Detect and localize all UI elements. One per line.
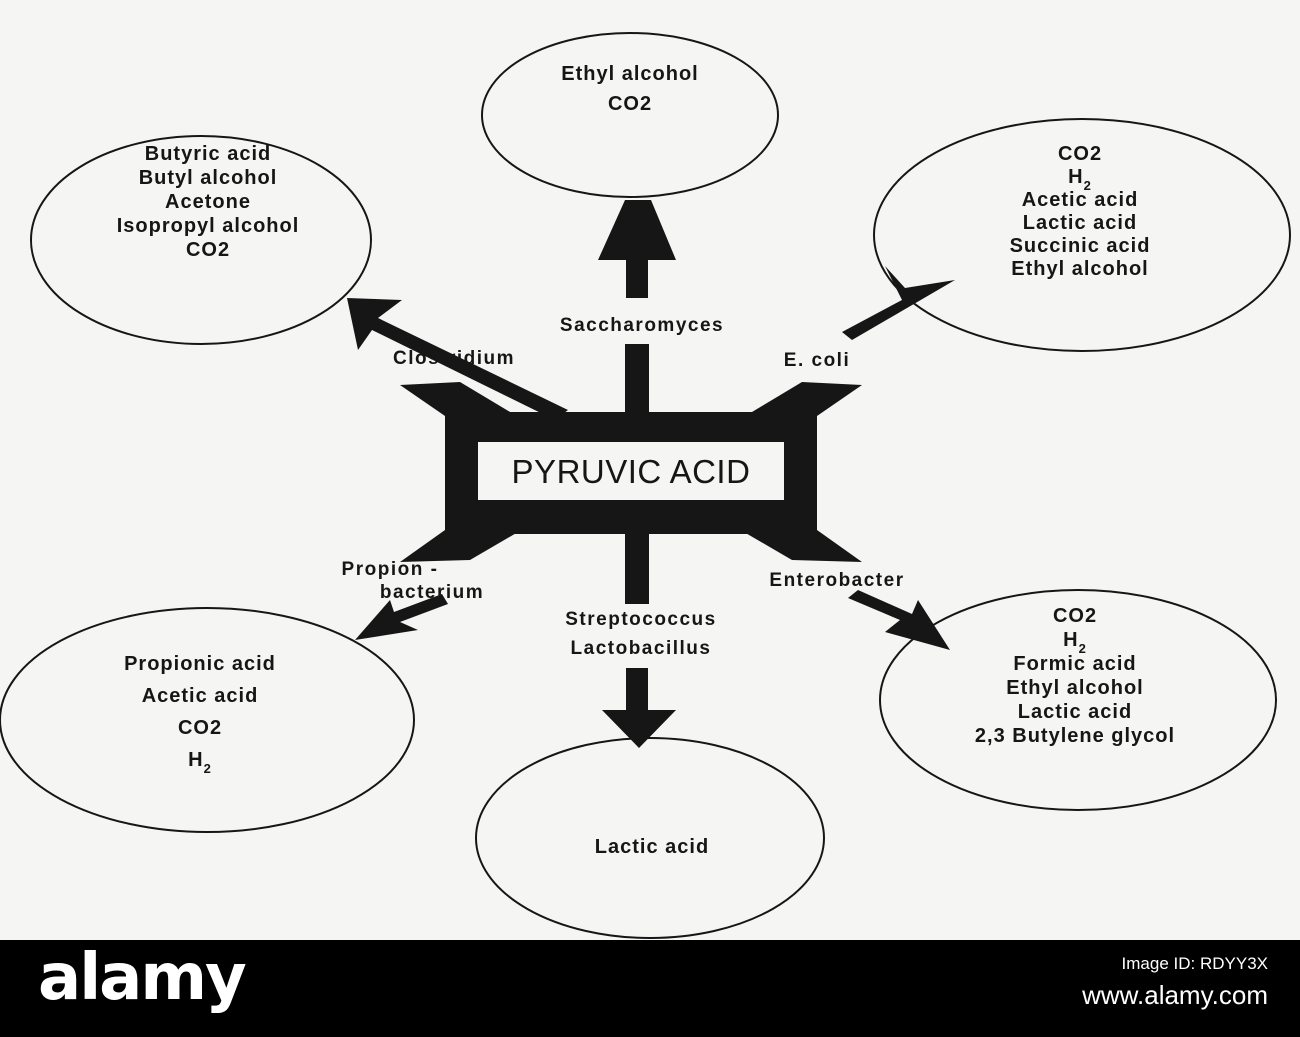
product-item: Lactic acid [1018, 701, 1132, 723]
product-item: CO2 [608, 93, 652, 115]
ellipse-propionibacterium [0, 607, 415, 833]
product-item: H2 [1063, 629, 1087, 656]
product-item: Ethyl alcohol [561, 63, 698, 85]
organism-streptococcus: Streptococcus [565, 609, 716, 630]
organism-ecoli: E. coli [784, 350, 850, 371]
pyruvic-acid-box [478, 442, 784, 500]
product-item: Lactic acid [1023, 212, 1137, 234]
organism-lactobacillus: Lactobacillus [571, 638, 712, 659]
organism-enterobacter: Enterobacter [769, 570, 904, 591]
product-item: CO2 [178, 717, 222, 739]
fermentation-diagram: PYRUVIC ACID Saccharomyces Clostridium E… [0, 32, 1291, 939]
ellipse-clostridium [30, 135, 372, 345]
product-item: Acetone [165, 191, 251, 213]
product-item: 2,3 Butylene glycol [975, 725, 1175, 747]
product-item: Isopropyl alcohol [117, 215, 300, 237]
organism-clostridium: Clostridium [393, 348, 515, 369]
image-id: Image ID: RDYY3X [1121, 954, 1268, 973]
footer-bar: alamy Image ID: RDYY3X www.alamy.com [0, 940, 1300, 1037]
products-lactic: Lactic acid [595, 836, 709, 858]
ellipse-saccharomyces [481, 32, 779, 198]
product-item: Butyl alcohol [139, 167, 278, 189]
ellipse-ecoli [873, 118, 1291, 352]
footer-url: www.alamy.com [1082, 980, 1268, 1010]
product-item: H2 [188, 749, 212, 776]
ellipse-enterobacter [879, 589, 1277, 811]
product-item: Butyric acid [145, 143, 271, 165]
product-item: CO2 [186, 239, 230, 261]
product-item: Ethyl alcohol [1006, 677, 1143, 699]
organism-propionibacterium-1: Propion - [342, 559, 439, 580]
product-item: Propionic acid [124, 653, 276, 675]
product-item: Succinic acid [1010, 235, 1151, 257]
product-item: CO2 [1058, 143, 1102, 165]
product-item: Formic acid [1013, 653, 1136, 675]
pyruvic-acid-label: PYRUVIC ACID [512, 453, 751, 490]
organism-saccharomyces: Saccharomyces [560, 315, 724, 336]
product-item: Acetic acid [142, 685, 259, 707]
alamy-logo: alamy [38, 941, 247, 1015]
product-item: CO2 [1053, 605, 1097, 627]
product-item: Ethyl alcohol [1011, 258, 1148, 280]
ellipse-lactic [475, 737, 825, 939]
organism-propionibacterium-2: bacterium [380, 582, 484, 603]
product-item: Lactic acid [595, 836, 709, 858]
product-item: Acetic acid [1022, 189, 1139, 211]
